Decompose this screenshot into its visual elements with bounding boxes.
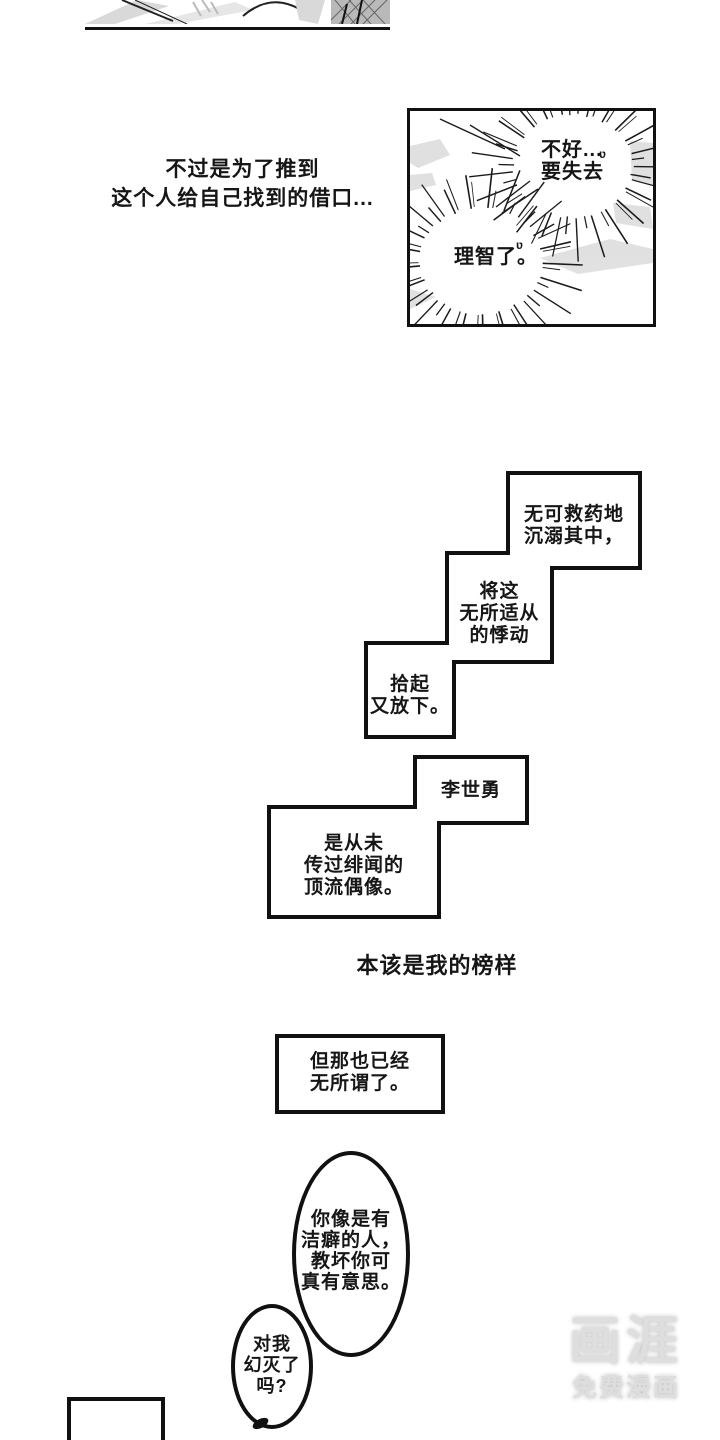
manga-panel: 不好... 要失去 ʋ 理智了。 ʋ xyxy=(407,108,656,327)
shout-line-3: 理智了。 xyxy=(454,246,538,268)
artwork-sketch xyxy=(85,0,390,25)
caption-line: 传过绯闻的 xyxy=(303,855,404,876)
caption-box xyxy=(275,1034,445,1114)
watermark-logo: 画涯 xyxy=(568,1313,683,1371)
speech-bubble-small-text: 对我 幻灭了 吗? xyxy=(231,1334,313,1397)
stair-caption-outline-1 xyxy=(364,471,642,739)
speech-bubble-large-text: 你像是有 洁癖的人， 教坏你可 真有意思。 xyxy=(292,1209,410,1293)
caption-line: 又放下。 xyxy=(369,696,450,717)
speech-line: 真有意思。 xyxy=(300,1272,401,1293)
caption-line: 沉溺其中， xyxy=(523,526,624,547)
intro-line-1: 不过是为了推到 xyxy=(165,158,320,181)
stair2-box1-text: 李世勇 xyxy=(415,780,527,802)
burst-lines-art xyxy=(410,111,653,324)
speech-bubble-large xyxy=(292,1151,410,1357)
watermark-tagline: 免费漫画 xyxy=(571,1374,680,1402)
caption-line: 李世勇 xyxy=(440,780,501,801)
cropped-caption-box xyxy=(67,1397,165,1440)
caption-line: 无所谓了。 xyxy=(309,1073,410,1094)
speech-line: 对我 xyxy=(253,1334,291,1354)
caption-line: 但那也已经 xyxy=(309,1051,410,1072)
shout-line-2: 要失去 xyxy=(541,161,604,183)
stair1-box2-text: 将这 无所适从 的悸动 xyxy=(447,581,552,647)
stair1-box3-text: 拾起 又放下。 xyxy=(366,674,454,718)
caption-line: 无所适从 xyxy=(459,603,540,624)
intro-narration: 不过是为了推到 这个人给自己找到的借口... xyxy=(85,155,400,213)
caption-line: 无可救药地 xyxy=(523,504,624,525)
caption-line: 的悸动 xyxy=(469,625,530,646)
shout-line-1: 不好... xyxy=(541,139,603,161)
caption-line: 将这 xyxy=(479,581,520,602)
speech-line: 教坏你可 xyxy=(310,1251,391,1272)
intro-line-2: 这个人给自己找到的借口... xyxy=(111,187,374,210)
caption-line: 拾起 xyxy=(389,674,430,695)
shout-bubble-2: 理智了。 xyxy=(454,246,538,268)
caption-box-text: 但那也已经 无所谓了。 xyxy=(275,1051,445,1095)
stair-caption-outline-2 xyxy=(267,755,529,919)
speech-line: 幻灭了 xyxy=(243,1355,301,1375)
speech-line: 吗? xyxy=(256,1376,288,1396)
stair1-box1-text: 无可救药地 沉溺其中， xyxy=(508,504,640,548)
narration-text: 本该是我的榜样 xyxy=(356,953,518,978)
speech-line: 洁癖的人， xyxy=(300,1230,401,1251)
shout-bubble-1: 不好... 要失去 xyxy=(541,139,604,183)
sweat-drop-icon: ʋ xyxy=(599,147,606,161)
caption-line: 顶流偶像。 xyxy=(303,877,404,898)
watermark: 画涯 免费漫画 xyxy=(556,1312,696,1402)
speech-bubble-small xyxy=(231,1304,313,1429)
caption-line: 是从未 xyxy=(323,833,384,854)
top-panel-artwork xyxy=(85,0,390,30)
stair2-box2-text: 是从未 传过绯闻的 顶流偶像。 xyxy=(269,833,439,899)
sweat-drop-icon: ʋ xyxy=(516,238,523,252)
speech-line: 你像是有 xyxy=(310,1209,391,1230)
